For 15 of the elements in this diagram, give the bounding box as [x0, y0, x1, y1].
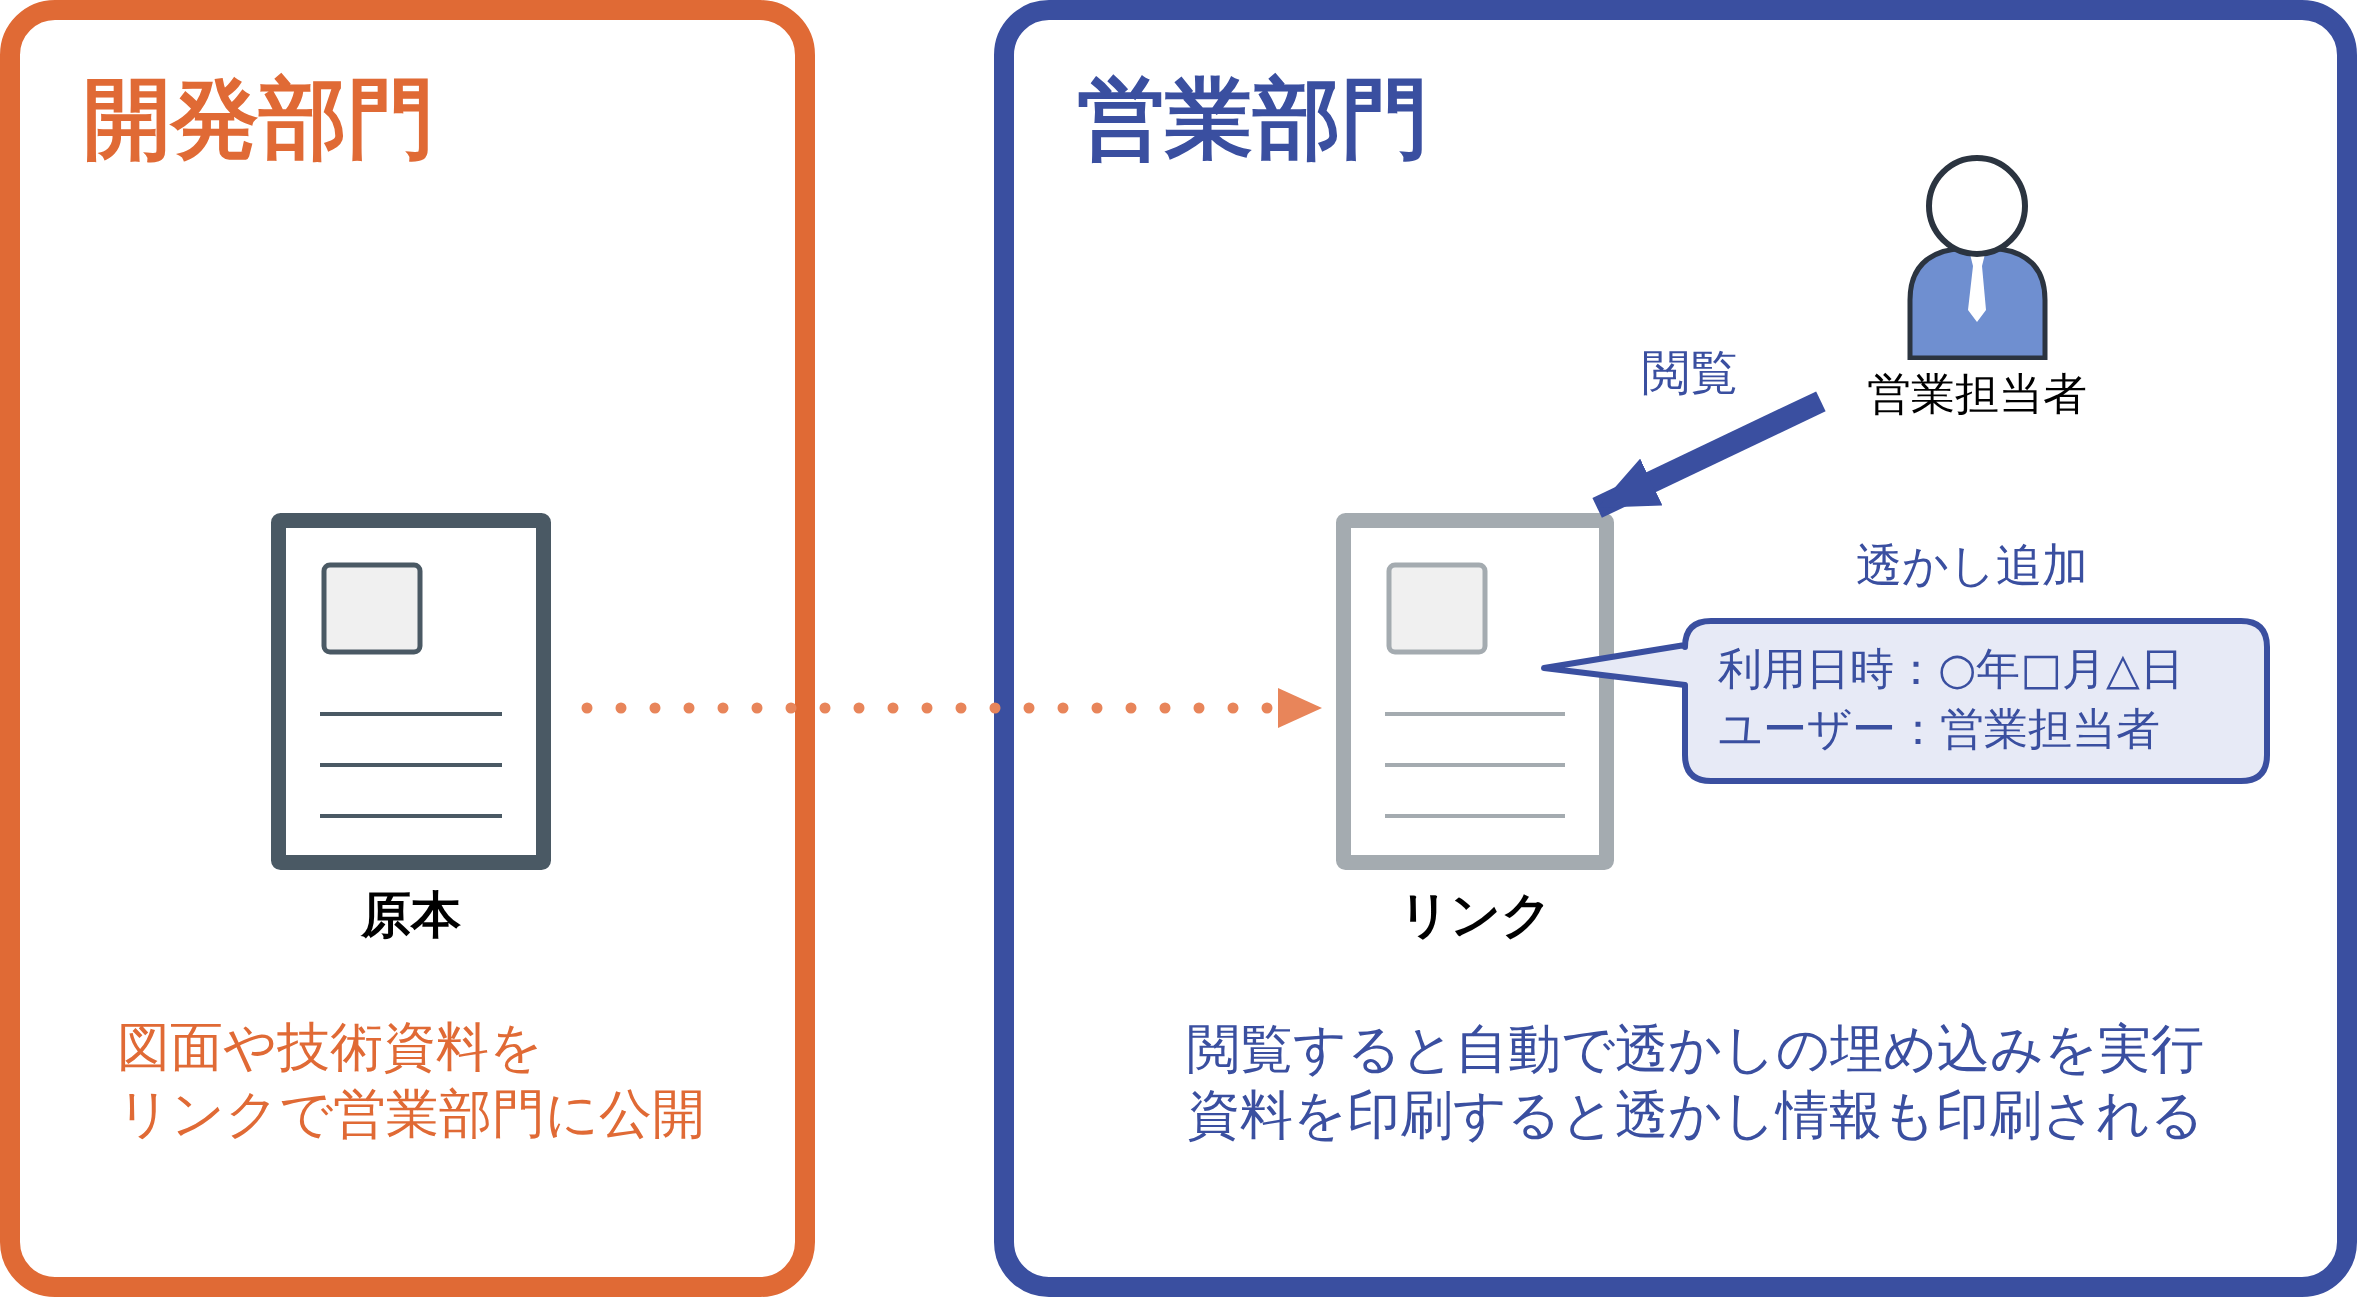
document-label: 原本: [360, 888, 462, 943]
person-label: 営業担当者: [1866, 370, 2088, 419]
panel-title: 営業部門: [1077, 75, 1429, 163]
department-panel: [0, 0, 815, 1297]
description-text: 図面や技術資料を: [117, 1018, 543, 1077]
watermark-info: ユーザー：営業担当者: [1718, 705, 2160, 754]
callout-heading: 透かし追加: [1855, 540, 2089, 591]
description-text: 資料を印刷すると透かし情報も印刷される: [1187, 1086, 2204, 1145]
watermark-info: 利用日時：○年□月△日: [1718, 645, 2184, 694]
arrow: [1592, 391, 1826, 518]
document-label: リンク: [1397, 888, 1553, 943]
department-panel: [994, 0, 2357, 1297]
description-text: リンクで営業部門に公開: [117, 1085, 705, 1144]
panel-title: 開発部門: [83, 75, 435, 163]
description-text: 閲覧すると自動で透かしの埋め込みを実行: [1187, 1020, 2204, 1079]
